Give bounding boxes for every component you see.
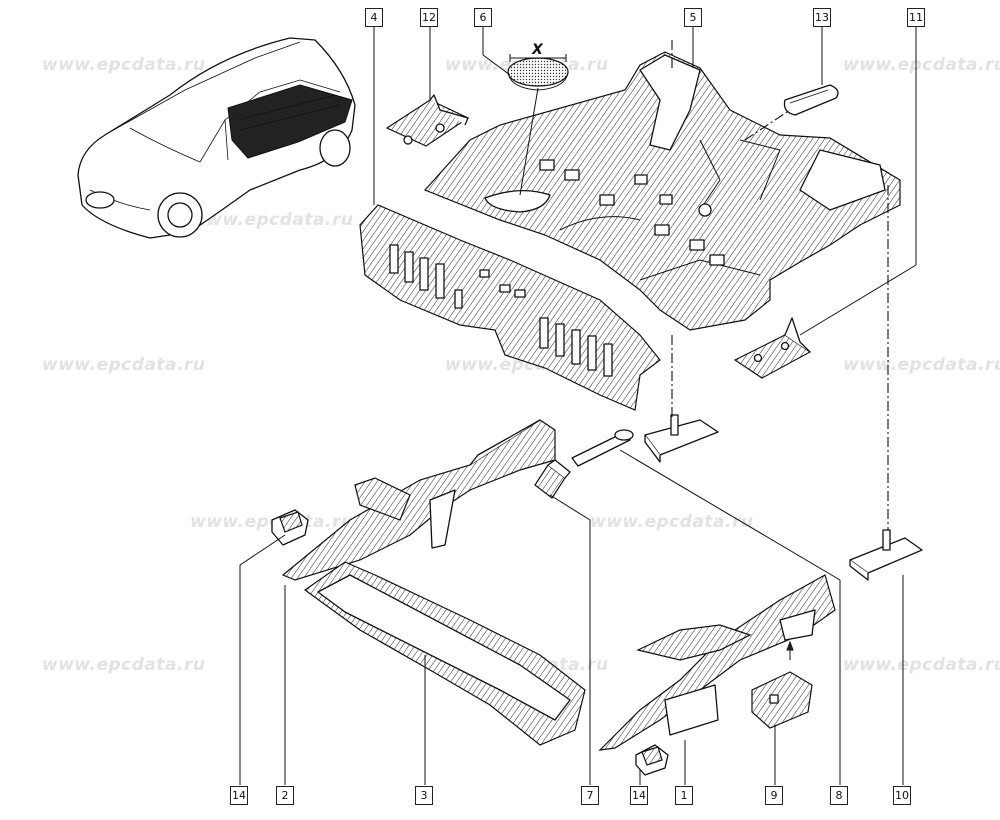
callout-13: 13: [813, 8, 831, 27]
part-13-plug: [783, 84, 839, 116]
part-14-nut-right: [635, 744, 669, 776]
callout-11: 11: [907, 8, 925, 27]
callout-4: 4: [365, 8, 383, 27]
pad-center: [644, 414, 719, 463]
callout-3: 3: [415, 786, 433, 805]
watermark: www.epcdata.ru: [42, 355, 206, 375]
dimension-x-label: X: [532, 42, 543, 58]
watermark: www.epcdata.ru: [42, 55, 206, 75]
callout-14-right: 14: [630, 786, 648, 805]
part-3-cross-member: [303, 561, 586, 746]
part-6-plug: [507, 54, 569, 91]
part-8-rod: [571, 429, 634, 467]
watermark: www.epcdata.ru: [843, 55, 1000, 75]
leader-lines: [239, 25, 917, 785]
part-9-bracket: [751, 640, 813, 729]
part-10-pad: [849, 529, 923, 581]
callout-2: 2: [276, 786, 294, 805]
part-2-rear-rail: [281, 419, 556, 581]
part-7-bracket: [534, 459, 571, 499]
callout-8: 8: [830, 786, 848, 805]
callout-5: 5: [684, 8, 702, 27]
callout-6: 6: [474, 8, 492, 27]
part-1-rear-rail: [598, 574, 836, 751]
callout-1: 1: [675, 786, 693, 805]
watermark: www.epcdata.ru: [843, 355, 1000, 375]
callout-7: 7: [581, 786, 599, 805]
car-thumbnail: [77, 37, 356, 239]
callout-14-left: 14: [230, 786, 248, 805]
part-12-bracket: [385, 94, 470, 147]
watermark: www.epcdata.ru: [42, 655, 206, 675]
part-5-floor-pan: [423, 51, 901, 331]
part-11-bracket: [733, 317, 812, 379]
watermark: www.epcdata.ru: [590, 512, 754, 532]
watermark: www.epcdata.ru: [843, 655, 1000, 675]
callout-12: 12: [420, 8, 438, 27]
watermark: www.epcdata.ru: [190, 210, 354, 230]
part-4-rear-panel: [359, 204, 661, 411]
callout-10: 10: [893, 786, 911, 805]
part-14-nut-left: [271, 509, 309, 546]
callout-9: 9: [765, 786, 783, 805]
